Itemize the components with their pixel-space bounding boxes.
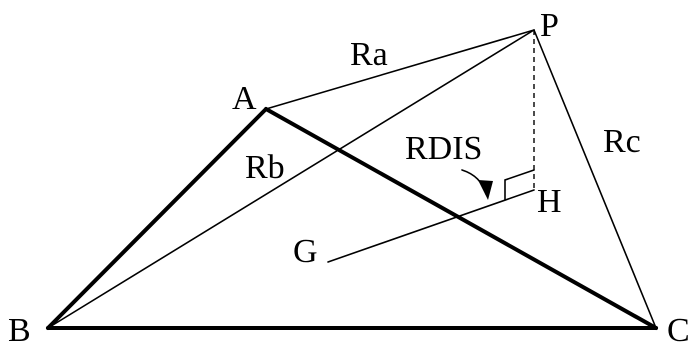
label-point-h: H (537, 183, 562, 220)
edge-ab (46, 107, 268, 330)
segment-gh (327, 189, 535, 263)
segment-pb (47, 29, 535, 329)
label-point-p: P (540, 7, 559, 44)
label-point-b: B (8, 312, 31, 348)
segment-pc (533, 29, 657, 329)
edge-ac (264, 107, 658, 330)
label-rb: Rb (245, 149, 285, 186)
label-rc: Rc (603, 123, 641, 160)
rdis-arrowhead (478, 180, 493, 200)
label-point-c: C (667, 312, 690, 348)
label-point-a: A (232, 80, 257, 117)
right-angle-marker (504, 169, 535, 201)
segment-pa (265, 29, 535, 110)
label-ra: Ra (350, 36, 388, 73)
label-rdis: RDIS (405, 130, 482, 167)
label-point-g: G (293, 233, 318, 270)
